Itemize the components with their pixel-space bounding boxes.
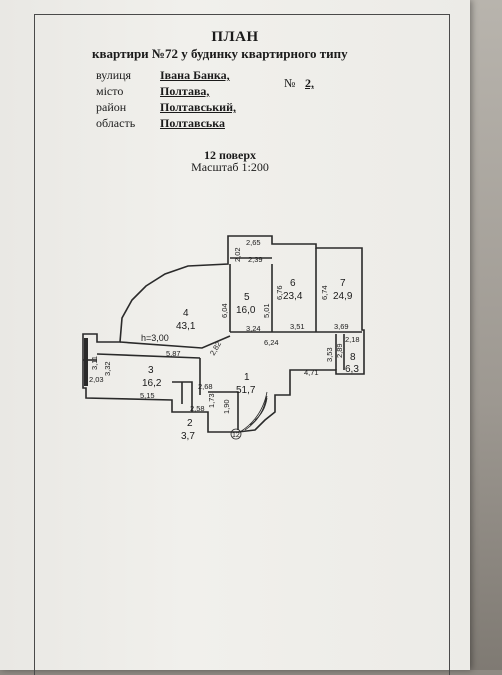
stair-spiral — [239, 391, 268, 433]
city-value: Полтава, — [160, 84, 210, 98]
outer-wall — [82, 235, 365, 433]
city-label: місто — [96, 84, 124, 98]
room-8-number: 8 — [350, 352, 356, 363]
dim-label: 3,69 — [334, 322, 349, 331]
dim-label: 2,68 — [198, 382, 213, 391]
floor-plan: 12 4 43,1 5 16,0 6 23,4 7 24,9 8 6,3 1 5… — [82, 235, 365, 442]
room-1-area: 51,7 — [236, 385, 256, 396]
dim-label: 6,74 — [320, 285, 329, 300]
dim-label: 3,11 — [90, 356, 99, 370]
dim-label: 5,01 — [262, 303, 271, 318]
floor-number: 12 поверх — [203, 148, 257, 162]
room-1-number: 1 — [244, 372, 250, 383]
room-3-area: 16,2 — [142, 378, 162, 389]
dim-label: 2,02 — [233, 247, 242, 262]
room-4-number: 4 — [183, 308, 189, 319]
document-title: ПЛАН — [211, 29, 259, 45]
room-2-number: 2 — [187, 418, 193, 429]
room-3-number: 3 — [148, 365, 154, 376]
room-5-number: 5 — [244, 292, 250, 303]
district-label: район — [96, 100, 127, 114]
district-value: Полтавський, — [160, 100, 236, 114]
street-label: вулиця — [96, 68, 132, 82]
dim-label: 2,39 — [248, 255, 263, 264]
room-8-area: 6,3 — [345, 364, 359, 375]
wall-room1-4 — [119, 335, 231, 349]
balcony-rail — [84, 338, 88, 386]
dim-label: 3,53 — [325, 347, 334, 362]
wall-bath — [172, 381, 193, 412]
dim-label: 6,76 — [275, 285, 284, 300]
document-frame — [34, 14, 450, 675]
dim-label: 6,04 — [220, 303, 229, 318]
stair-marker-circle — [230, 428, 242, 440]
stair-marker-label: 12 — [232, 432, 240, 439]
dim-label: 5,87 — [166, 349, 181, 358]
document-sheet: ПЛАН квартири №72 у будинку квартирного … — [0, 0, 470, 675]
dim-label: 1,73 — [207, 393, 216, 408]
region-value: Полтавська — [160, 116, 225, 130]
ceiling-height: h=3,00 — [141, 333, 169, 343]
wall-room8 — [335, 334, 345, 370]
dim-label: 2,58 — [190, 404, 205, 413]
room-5-area: 16,0 — [236, 305, 256, 316]
dim-label: 4,71 — [304, 368, 319, 377]
dim-label: 1,90 — [222, 399, 231, 414]
room-7-area: 24,9 — [333, 291, 353, 302]
dim-label: 5,15 — [140, 391, 155, 400]
street-value: Івана Банка, — [160, 68, 230, 82]
wall-room2 — [208, 391, 239, 430]
dim-label: 2,65 — [246, 238, 261, 247]
plan-scale: Масштаб 1:200 — [191, 160, 269, 174]
number-value: 2, — [305, 76, 314, 90]
dim-label: 3,32 — [103, 361, 112, 376]
room-4-area: 43,1 — [176, 321, 196, 332]
dim-label: 2,03 — [89, 375, 104, 384]
document-subtitle: квартири №72 у будинку квартирного типу — [92, 46, 348, 61]
dim-label: 2,89 — [335, 343, 344, 358]
dim-label: 2,18 — [345, 335, 360, 344]
number-label: № — [284, 76, 296, 90]
dim-label: 3,24 — [246, 324, 261, 333]
dim-label: 3,51 — [290, 322, 305, 331]
wall-room3-top — [96, 353, 201, 359]
room-2-area: 3,7 — [181, 431, 195, 442]
dim-label: 2,82 — [208, 340, 223, 357]
room-6-number: 6 — [290, 278, 296, 289]
room-6-area: 23,4 — [283, 291, 303, 302]
room-7-number: 7 — [340, 278, 346, 289]
region-label: область — [96, 116, 136, 130]
dim-label: 6,24 — [264, 338, 279, 347]
